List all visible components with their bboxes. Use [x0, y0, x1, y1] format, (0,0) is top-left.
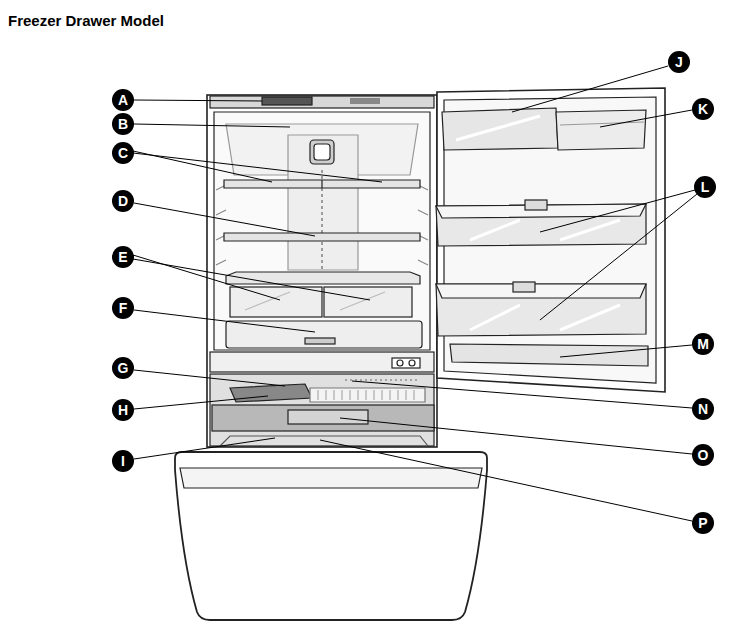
callout-letter: A	[112, 89, 134, 111]
callout-letter: K	[692, 98, 714, 120]
callout-letter: F	[112, 297, 134, 319]
callout-letter: O	[692, 444, 714, 466]
callout-circles	[112, 51, 716, 534]
callout-letter: E	[112, 246, 134, 268]
callout-letter: D	[112, 190, 134, 212]
callout-letter: P	[692, 512, 714, 534]
diagram-title: Freezer Drawer Model	[8, 12, 164, 29]
callout-letter: L	[694, 176, 716, 198]
callout-letter: C	[112, 142, 134, 164]
callout-letter: G	[112, 357, 134, 379]
callout-letter: J	[668, 51, 690, 73]
leader-lines	[133, 66, 697, 521]
callout-letter: N	[692, 398, 714, 420]
callout-letter: B	[112, 113, 134, 135]
callout-letter: M	[692, 333, 714, 355]
callout-letter: I	[112, 450, 134, 472]
callout-letter: H	[112, 399, 134, 421]
